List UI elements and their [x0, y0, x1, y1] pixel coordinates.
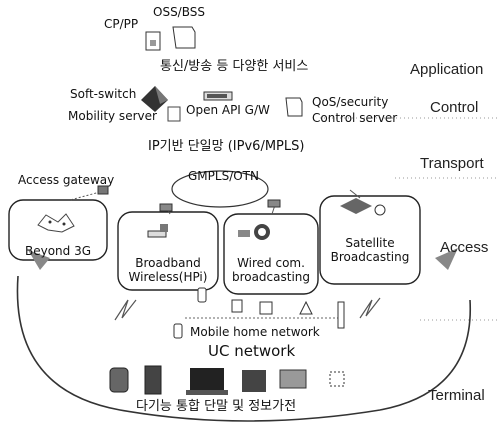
layer-application: Application [410, 61, 484, 78]
qos-label-1: QoS/security [312, 95, 389, 109]
phone-icon [173, 323, 183, 339]
broadband-label: Broadband Wireless(HPi) [118, 256, 218, 284]
mobile-home-label: Mobile home network [190, 325, 320, 339]
soft-switch-label: Soft-switch [70, 87, 137, 101]
beyond3g-label: Beyond 3G [9, 244, 107, 258]
tv-icon [242, 370, 266, 392]
phone-icon [197, 287, 207, 303]
tv-icon [337, 301, 345, 329]
wireless-link [359, 297, 381, 319]
layer-control: Control [430, 99, 479, 116]
pda-icon [231, 299, 243, 313]
antenna-icon [299, 300, 313, 315]
cp-pp-label: CP/PP [104, 17, 139, 31]
api-gateway-icon [203, 91, 233, 101]
gmpls-ring [171, 170, 269, 208]
satellite-box [319, 195, 421, 285]
layer-transport: Transport [420, 155, 484, 172]
satellite-line2: Broadcasting [330, 250, 410, 264]
uc-network-label: UC network [208, 342, 296, 360]
camera-icon [279, 369, 307, 389]
mobile-phone-icon [109, 367, 129, 393]
gateway-icon [97, 185, 281, 212]
pda-icon [259, 301, 273, 315]
satellite-label: Satellite Broadcasting [320, 236, 420, 264]
pda-icon [144, 365, 162, 395]
arrow-head [28, 250, 50, 270]
qos-server-icon [285, 97, 303, 117]
beyond3g-map-icon [37, 213, 75, 233]
router-icon [147, 224, 168, 238]
access-gateway-label: Access gateway [18, 173, 115, 187]
wireless-link [114, 299, 137, 321]
devices-label: 다기능 통합 단말 및 정보가전 [136, 399, 297, 414]
ip-network-label: IP기반 단일망 (IPv6/MPLS) [148, 139, 305, 154]
services-label: 통신/방송 등 다양한 서비스 [160, 59, 309, 74]
gmpls-label-bg [206, 178, 234, 190]
beyond3g-box [8, 199, 108, 261]
mobility-server-icon [167, 106, 181, 122]
oss-bss-label: OSS/BSS [153, 5, 205, 19]
arrow-head [435, 248, 458, 270]
layer-access: Access [440, 239, 489, 256]
terminal-arc [16, 275, 472, 422]
soft-switch-icon [141, 86, 168, 112]
layer-terminal: Terminal [428, 387, 485, 404]
wired-line1: Wired com. [237, 256, 305, 270]
satellite-icon [340, 198, 386, 216]
broadband-line2: Wireless(HPi) [128, 270, 208, 284]
document-icon [172, 26, 196, 49]
server-icon [145, 31, 161, 51]
satellite-dish-icon [238, 224, 270, 240]
open-api-label: Open API G/W [186, 103, 270, 117]
broadband-box [117, 211, 219, 291]
beyond3g-text: Beyond 3G [24, 244, 92, 258]
mobility-server-label: Mobility server [68, 109, 157, 123]
laptop-icon [186, 368, 228, 395]
appliance-icon [329, 371, 345, 387]
wired-line2: broadcasting [231, 270, 311, 284]
qos-label-2: Control server [312, 111, 398, 125]
broadband-line1: Broadband [135, 256, 201, 270]
wired-label: Wired com. broadcasting [224, 256, 318, 284]
gmpls-label: GMPLS/OTN [188, 169, 259, 183]
satellite-line1: Satellite [345, 236, 395, 250]
